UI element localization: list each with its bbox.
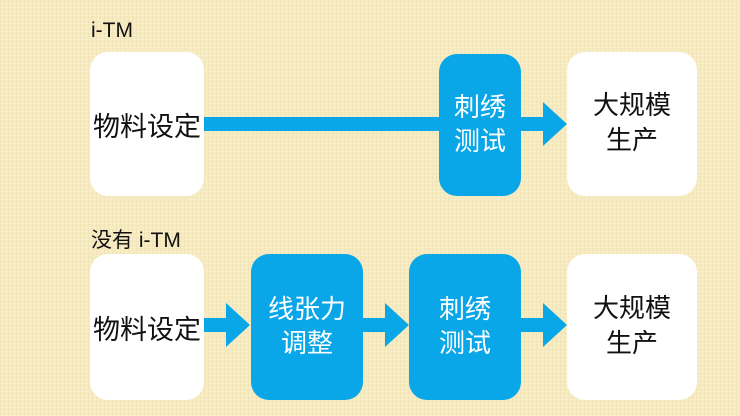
- row2-tension-adjust-label: 线张力 调整: [267, 294, 346, 359]
- row2-arrow-1: [204, 303, 250, 347]
- row2-mass-production-box: 大规模 生产: [567, 254, 697, 400]
- row2-embroidery-test-label: 刺绣 测试: [438, 294, 491, 359]
- row2-material-label: 物料设定: [93, 314, 201, 346]
- row1-embroidery-test-box: 刺绣 测试: [439, 54, 521, 196]
- row1-mass-production-box: 大规模 生产: [567, 52, 697, 196]
- row1-arrow-to-production: [521, 102, 567, 146]
- row1-embroidery-test-label: 刺绣 测试: [453, 92, 506, 157]
- row1-material-box: 物料设定: [90, 52, 204, 196]
- row2-arrow-2: [363, 303, 409, 347]
- row1-label: i-TM: [91, 19, 133, 42]
- row1-material-label: 物料设定: [93, 111, 201, 143]
- row1-mass-production-label: 大规模 生产: [592, 90, 671, 156]
- row2-mass-production-label: 大规模 生产: [592, 293, 671, 359]
- row2-label: 没有 i-TM: [91, 229, 181, 252]
- row2-embroidery-test-box: 刺绣 测试: [409, 254, 521, 400]
- row2-tension-adjust-box: 线张力 调整: [251, 254, 363, 400]
- row1-long-arrow: [204, 117, 440, 131]
- row2-arrow-3: [521, 303, 567, 347]
- row2-material-box: 物料设定: [90, 254, 204, 400]
